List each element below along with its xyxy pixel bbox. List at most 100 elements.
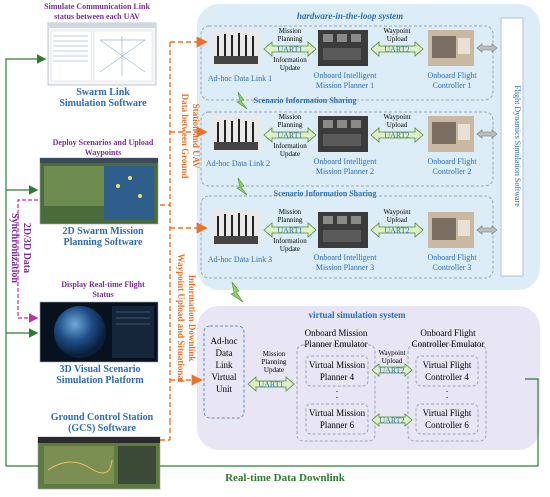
hil-uart2-label-1: UART2 bbox=[384, 45, 409, 54]
green-loop-lines bbox=[5, 54, 539, 467]
hil-uart1-bottom-2b: Update bbox=[280, 150, 300, 158]
hil-planner-label-3b: Mission Planner 3 bbox=[316, 263, 374, 272]
vfc-dots-1: . bbox=[446, 384, 448, 394]
mission-update-line-1: Mission bbox=[263, 350, 286, 358]
vmp6-line-1: Virtual Mission bbox=[309, 408, 366, 418]
adhoc-unit-line-4: Virtual bbox=[212, 372, 237, 382]
hil-planner-label-1b: Mission Planner 1 bbox=[316, 81, 374, 90]
visual-label-2: Simulation Platform bbox=[56, 375, 144, 386]
visual-label-1: 3D Visual Scenario bbox=[59, 364, 140, 375]
hil-uart2-arrow-2 bbox=[370, 127, 424, 143]
swarm-title-1: Simulate Communication Link bbox=[44, 2, 150, 11]
mission-label-1: 2D Swarm Mission bbox=[62, 226, 144, 237]
lightning-icon-3 bbox=[230, 281, 244, 303]
vfc4-box bbox=[415, 355, 479, 387]
hil-controller-label-1b: Controller 1 bbox=[433, 81, 472, 90]
gcs-title-1: Ground Control Station bbox=[51, 412, 154, 423]
orange-link-lines bbox=[160, 36, 208, 441]
controller-emulator-box bbox=[407, 344, 487, 442]
display-title-1: Display Real-time Flight bbox=[61, 280, 145, 289]
fd-link-arrow-1 bbox=[476, 43, 498, 53]
vfc-dots-2: . bbox=[446, 390, 448, 400]
display-title-2: Status bbox=[92, 290, 113, 299]
planner-board-image-1 bbox=[318, 30, 368, 66]
flight-dynamics-label: Flight Dynamics Simulation Software bbox=[513, 85, 522, 207]
vmp-dots-1: . bbox=[336, 384, 338, 394]
hil-controller-label-3a: Onboard Flight bbox=[427, 253, 477, 262]
vmp6-box bbox=[305, 403, 369, 435]
controller-image-1 bbox=[428, 30, 474, 66]
virtual-uart1-arrow bbox=[247, 376, 295, 392]
mission-label-2: Planning Software bbox=[64, 237, 144, 248]
sync-label-2: Synchronization bbox=[9, 213, 20, 283]
hil-uart2-top-2b: Upload bbox=[387, 121, 408, 129]
scenario-sharing-label-1: Scenario Information Sharing bbox=[254, 96, 357, 105]
hil-uart1-top-2a: Mission bbox=[279, 113, 302, 121]
hil-uart2-arrow-3 bbox=[370, 222, 424, 238]
planner-emulator-box bbox=[296, 344, 376, 442]
hil-uart1-bottom-1a: Information bbox=[273, 56, 307, 64]
vmp4-line-2: Planner 4 bbox=[320, 372, 355, 382]
hil-uart1-arrow-2 bbox=[263, 127, 317, 143]
flight-dynamics-box bbox=[500, 17, 524, 277]
vfc6-box bbox=[415, 403, 479, 435]
mission-update-line-2: Planning bbox=[262, 358, 287, 366]
waypoint-info-line-1: Waypoint Upload and Situational bbox=[176, 254, 186, 383]
visual-platform-screenshot bbox=[39, 301, 159, 363]
virtual-uart2-label-1: UART2 bbox=[379, 366, 404, 375]
hil-uart2-arrow-1 bbox=[370, 41, 424, 57]
controller-image-3 bbox=[428, 212, 474, 248]
fd-link-arrow-2 bbox=[476, 129, 498, 139]
hil-uart1-bottom-3a: Information bbox=[273, 237, 307, 245]
virtual-uart1-label: UART1 bbox=[258, 380, 283, 389]
hil-adhoc-label-2: Ad-hoc Data Link 2 bbox=[206, 159, 270, 168]
hil-uart2-label-2: UART2 bbox=[384, 131, 409, 140]
vmp4-box bbox=[305, 355, 369, 387]
hil-uart1-label-3: UART1 bbox=[277, 226, 302, 235]
vfc6-line-1: Virtual Flight bbox=[423, 408, 472, 418]
planner-board-image-3 bbox=[318, 212, 368, 248]
hil-controller-label-1a: Onboard Flight bbox=[427, 71, 477, 80]
hil-uart1-top-1b: Planning bbox=[278, 35, 303, 43]
adhoc-unit-line-3: Link bbox=[216, 360, 233, 370]
adhoc-radio-image-2 bbox=[211, 116, 261, 152]
gcs-screenshot bbox=[37, 436, 161, 490]
hil-row-2 bbox=[200, 111, 494, 187]
swarm-label-2: Simulation Software bbox=[59, 98, 147, 109]
hil-controller-label-2a: Onboard Flight bbox=[427, 157, 477, 166]
mission-title-2: Waypoints bbox=[85, 148, 121, 157]
lightning-icon-2 bbox=[236, 177, 248, 196]
hil-uart1-bottom-2a: Information bbox=[273, 142, 307, 150]
virtual-uart2-arrow-2 bbox=[371, 413, 413, 427]
hil-uart2-top-1b: Upload bbox=[387, 35, 408, 43]
virtual-waypoint-line-1: Waypoint bbox=[378, 349, 405, 357]
vfc4-line-1: Virtual Flight bbox=[423, 360, 472, 370]
hil-adhoc-label-3: Ad-hoc Data Link 3 bbox=[208, 255, 272, 264]
controller-emulator-title-2: Controller Emulator bbox=[412, 339, 485, 349]
hil-uart1-arrow-3 bbox=[263, 222, 317, 238]
hil-planner-label-2a: Onboard Intelligent bbox=[314, 157, 378, 166]
adhoc-unit-line-1: Ad-hoc bbox=[211, 336, 238, 346]
vfc4-line-2: Controller 4 bbox=[425, 372, 469, 382]
earth-icon bbox=[54, 306, 106, 358]
mission-planning-screenshot bbox=[39, 157, 159, 225]
hil-row-1 bbox=[200, 25, 494, 101]
hil-uart2-top-3a: Waypoint bbox=[383, 208, 410, 216]
adhoc-unit-line-5: Unit bbox=[216, 384, 233, 394]
swarm-title-2: status between each UAV bbox=[54, 12, 140, 21]
vmp6-line-2: Planner 6 bbox=[320, 420, 355, 430]
mission-update-line-3: Update bbox=[264, 366, 284, 374]
gcs-title-2: (GCS) Software bbox=[68, 423, 136, 434]
hil-controller-label-3b: Controller 3 bbox=[433, 263, 472, 272]
hil-uart1-top-1a: Mission bbox=[279, 27, 302, 35]
controller-image-2 bbox=[428, 116, 474, 152]
controller-emulator-title-1: Onboard Flight bbox=[420, 328, 476, 338]
mission-title-1: Deploy Scenarios and Upload bbox=[53, 138, 154, 147]
adhoc-radio-image-1 bbox=[211, 30, 261, 66]
vmp4-line-1: Virtual Mission bbox=[309, 360, 366, 370]
adhoc-radio-image-3 bbox=[211, 210, 261, 246]
hil-uart1-label-2: UART1 bbox=[277, 131, 302, 140]
hil-controller-label-2b: Controller 2 bbox=[433, 167, 472, 176]
hil-uart1-top-3a: Mission bbox=[279, 208, 302, 216]
